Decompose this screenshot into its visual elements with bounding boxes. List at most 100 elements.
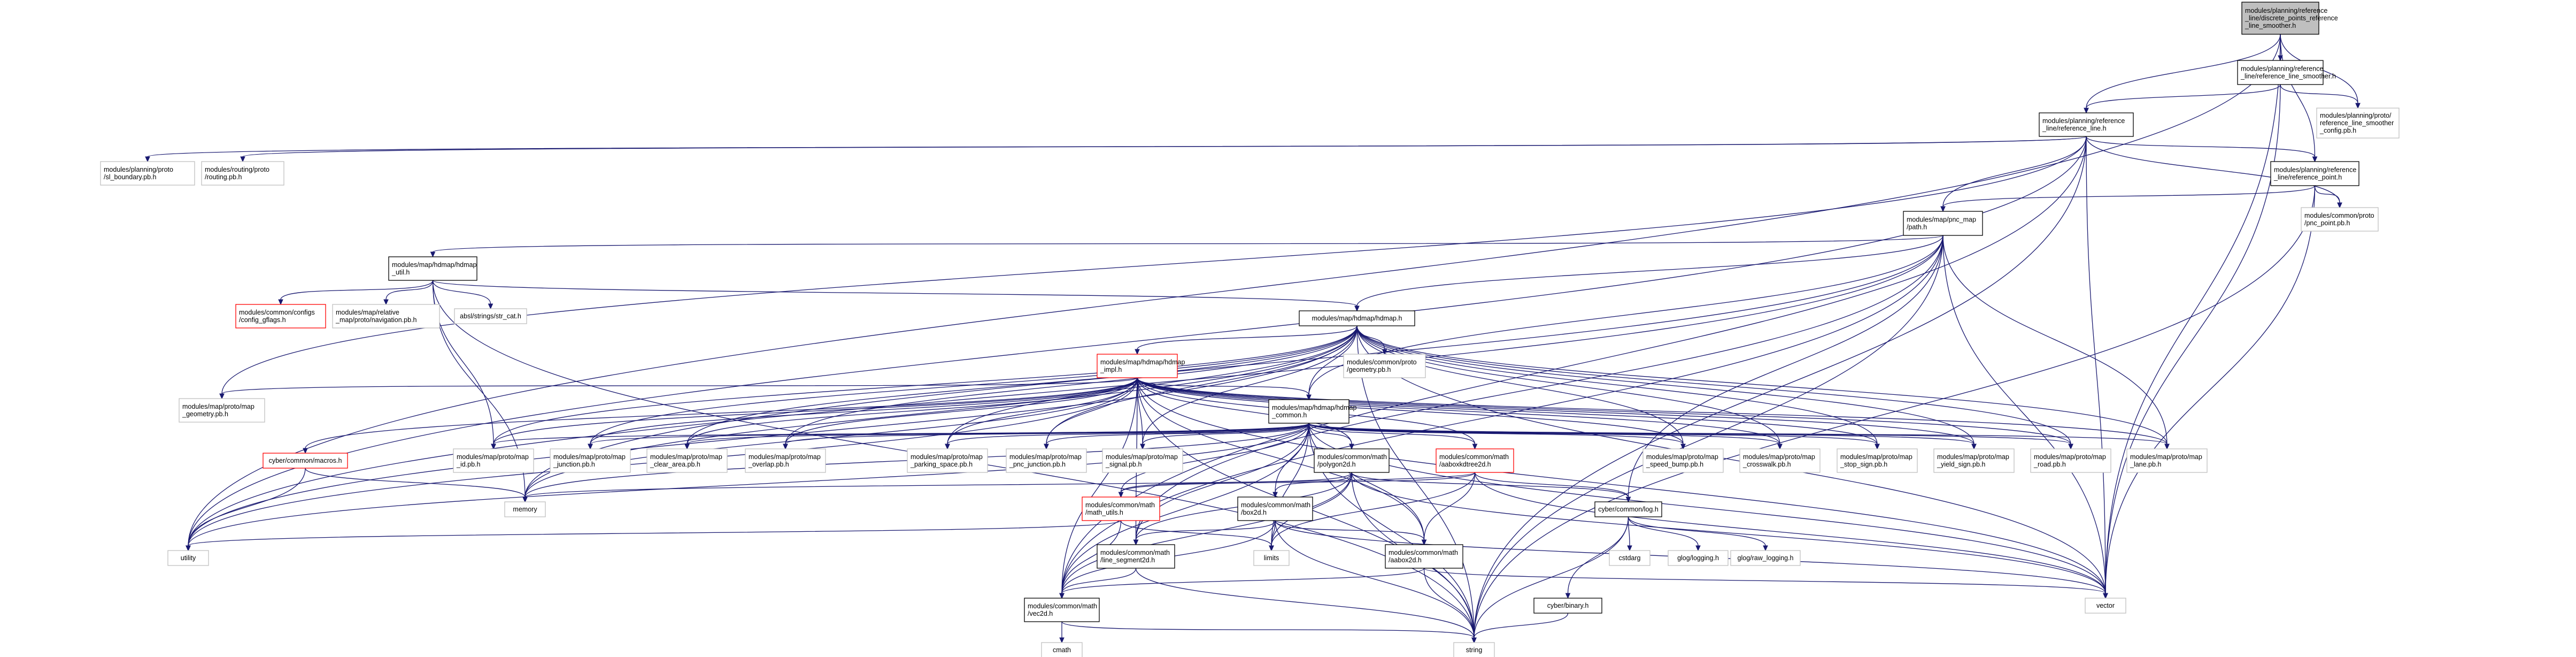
node-label-line: _lane.pb.h — [2130, 461, 2161, 468]
node-box — [1594, 501, 1662, 517]
node-label-line: modules/common/math — [1439, 453, 1509, 461]
node-limits[interactable]: limits — [1253, 550, 1290, 566]
dependency-edge — [1308, 423, 2170, 450]
node-box — [1314, 448, 1390, 473]
node-label-line: /vec2d.h — [1028, 610, 1053, 617]
node-hdcommon[interactable]: modules/map/hdmap/hdmap_common.h — [1268, 399, 1356, 424]
node-glog[interactable]: glog/logging.h — [1668, 550, 1729, 566]
node-root[interactable]: modules/planning/reference_line/discrete… — [2241, 2, 2338, 35]
node-label-line: modules/map/proto/map — [1840, 453, 1912, 461]
node-macros[interactable]: cyber/common/macros.h — [263, 453, 348, 469]
node-label-line: limits — [1264, 554, 1279, 562]
node-slb[interactable]: modules/planning/proto/sl_boundary.pb.h — [100, 161, 195, 186]
node-mclear[interactable]: modules/map/proto/map_clear_area.pb.h — [646, 448, 728, 473]
dependency-edge — [1135, 325, 1358, 355]
node-gflags[interactable]: modules/common/configs/config_gflags.h — [235, 304, 326, 328]
dependency-edge — [1471, 613, 1569, 644]
node-box — [167, 550, 209, 566]
node-label-line: _line/discrete_points_reference — [2245, 14, 2338, 22]
node-hdutil[interactable]: modules/map/hdmap/hdmap_util.h — [388, 256, 477, 281]
node-mroad[interactable]: modules/map/proto/map_road.pb.h — [2030, 448, 2111, 473]
node-box — [2316, 108, 2400, 139]
node-box — [1082, 496, 1160, 521]
node-rl[interactable]: modules/planning/reference_line/referenc… — [2039, 112, 2134, 137]
node-mid[interactable]: modules/map/proto/map_id.pb.h — [453, 448, 534, 473]
node-path[interactable]: modules/map/pnc_map/path.h — [1903, 211, 1983, 236]
node-mcross[interactable]: modules/map/proto/map_crosswalk.pb.h — [1739, 448, 1821, 473]
dependency-edge — [219, 377, 1138, 400]
node-glograw[interactable]: glog/raw_logging.h — [1730, 550, 1801, 566]
node-utility[interactable]: utility — [167, 550, 209, 566]
node-moverlap[interactable]: modules/map/proto/map_overlap.pb.h — [745, 448, 826, 473]
node-box — [1102, 448, 1183, 473]
node-routing[interactable]: modules/routing/proto/routing.pb.h — [201, 161, 284, 186]
dependency-edge — [1118, 472, 1476, 498]
node-lineseg[interactable]: modules/common/math/line_segment2d.h — [1097, 544, 1175, 569]
node-hdimpl[interactable]: modules/map/hdmap/hdmap_impl.h — [1097, 354, 1185, 378]
node-label-line: modules/common/math — [1317, 453, 1387, 461]
dependency-edge — [303, 377, 1138, 454]
node-box — [453, 448, 534, 473]
node-label-line: modules/map/hdmap/hdmap — [1272, 404, 1356, 411]
node-label-line: modules/common/math — [1389, 549, 1458, 556]
node-pncpt[interactable]: modules/common/proto/pnc_point.pb.h — [2301, 207, 2379, 232]
dependency-edge — [1059, 621, 1065, 644]
node-label-line: modules/map/proto/map — [911, 453, 983, 461]
node-label-line: _stop_sign.pb.h — [1840, 461, 1887, 468]
node-aabox[interactable]: modules/common/math/aaboxkdtree2d.h — [1436, 448, 1514, 473]
node-mjunc[interactable]: modules/map/proto/map_junction.pb.h — [550, 448, 631, 473]
dependency-edge — [432, 280, 493, 310]
node-relnav[interactable]: modules/map/relative_map/proto/navigatio… — [332, 304, 440, 328]
node-binary[interactable]: cyber/binary.h — [1533, 598, 1602, 614]
node-mpark[interactable]: modules/map/proto/map_parking_space.pb.h — [907, 448, 988, 473]
node-box — [1933, 448, 2015, 473]
node-cstdarg[interactable]: cstdarg — [1609, 550, 1651, 566]
node-box2d[interactable]: modules/common/math/box2d.h — [1237, 496, 1313, 521]
node-vec2d[interactable]: modules/common/math/vec2d.h — [1024, 598, 1100, 622]
node-polygon[interactable]: modules/common/math/polygon2d.h — [1314, 448, 1390, 473]
node-rlscfg[interactable]: modules/planning/proto/reference_line_sm… — [2316, 108, 2400, 139]
node-label-line: modules/planning/proto/ — [2320, 112, 2392, 119]
dependency-edge — [1423, 568, 2108, 599]
node-label-line: /aabox2d.h — [1389, 556, 1422, 564]
dependency-edge — [1133, 520, 1276, 546]
node-label-line: modules/common/proto — [1347, 358, 1417, 366]
node-mapgeom[interactable]: modules/map/proto/map_geometry.pb.h — [179, 398, 265, 423]
node-rls[interactable]: modules/planning/reference_line/referenc… — [2237, 60, 2336, 85]
node-memory[interactable]: memory — [504, 501, 546, 517]
node-label-line: modules/planning/proto — [104, 166, 173, 173]
node-label-line: modules/planning/reference — [2245, 7, 2327, 14]
node-aabox2d[interactable]: modules/common/math/aabox2d.h — [1385, 544, 1463, 569]
node-label-line: _road.pb.h — [2033, 461, 2066, 468]
node-vector[interactable]: vector — [2085, 598, 2126, 614]
node-box — [2039, 112, 2134, 137]
node-label-line: modules/map/proto/map — [2130, 453, 2202, 461]
node-label-line: glog/logging.h — [1677, 554, 1719, 562]
node-myield[interactable]: modules/map/proto/map_yield_sign.pb.h — [1933, 448, 2015, 473]
node-hdmap[interactable]: modules/map/hdmap/hdmap.h — [1299, 310, 1415, 326]
node-msignal[interactable]: modules/map/proto/map_signal.pb.h — [1102, 448, 1183, 473]
node-label-line: _id.pb.h — [456, 461, 481, 468]
node-strcat[interactable]: absl/strings/str_cat.h — [454, 308, 527, 324]
node-geompb[interactable]: modules/common/proto/geometry.pb.h — [1343, 354, 1426, 378]
node-mstop[interactable]: modules/map/proto/map_stop_sign.pb.h — [1837, 448, 1918, 473]
node-cmath[interactable]: cmath — [1041, 642, 1083, 657]
node-label-line: _crosswalk.pb.h — [1742, 461, 1791, 468]
dependency-edge — [186, 520, 1122, 552]
node-mlane[interactable]: modules/map/proto/map_lane.pb.h — [2126, 448, 2208, 473]
node-rp[interactable]: modules/planning/reference_line/referenc… — [2270, 161, 2359, 186]
node-mathutils[interactable]: modules/common/math/math_utils.h — [1082, 496, 1160, 521]
node-box — [1253, 550, 1290, 566]
node-box — [1268, 399, 1349, 424]
node-label-line: /routing.pb.h — [205, 173, 242, 181]
node-label-line: _signal.pb.h — [1105, 461, 1142, 468]
node-label-line: vector — [2096, 602, 2115, 609]
dependency-edge — [1137, 377, 1312, 401]
node-mspeed[interactable]: modules/map/proto/map_speed_bump.pb.h — [1642, 448, 1724, 473]
node-string[interactable]: string — [1453, 642, 1495, 657]
node-box — [907, 448, 988, 473]
node-mpncj[interactable]: modules/map/proto/map_pnc_junction.pb.h — [1006, 448, 1087, 473]
node-box — [550, 448, 631, 473]
node-log[interactable]: cyber/common/log.h — [1594, 501, 1662, 517]
